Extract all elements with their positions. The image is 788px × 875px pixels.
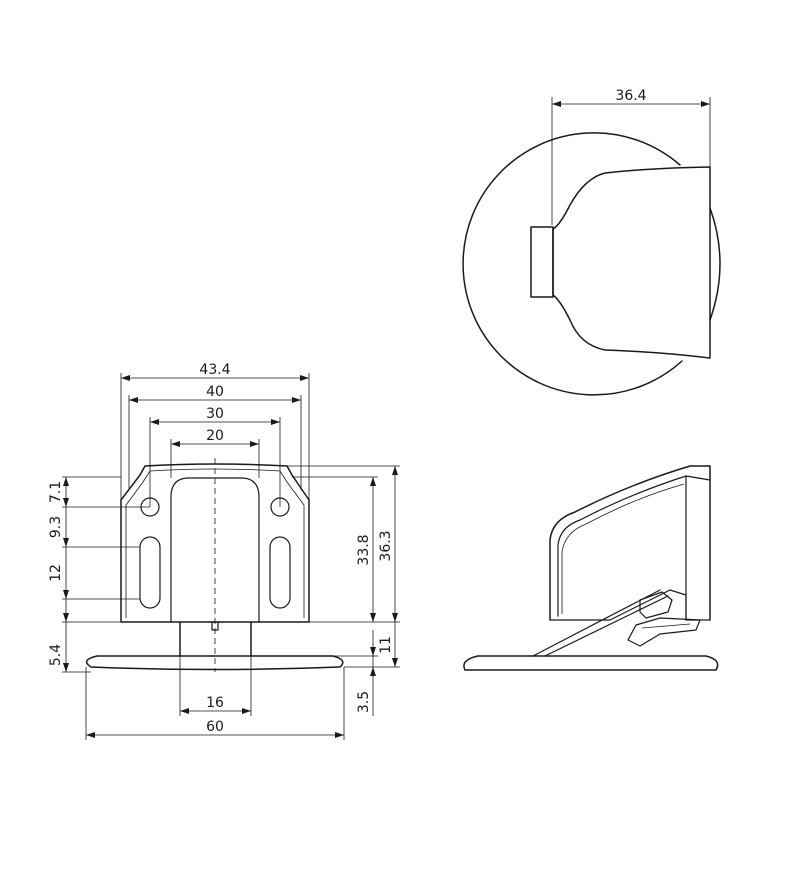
dim-label-base-width: 60 (206, 719, 224, 735)
side-arm (532, 589, 669, 657)
side-body-outer (549, 465, 711, 621)
dim-right-vertical: 33.8 36.3 11 3.5 (251, 465, 400, 716)
dim-label-overall-width: 43.4 (199, 362, 230, 378)
front-shaft (179, 621, 252, 657)
dim-label-33-8: 33.8 (356, 534, 372, 565)
dim-label-3-5: 3.5 (356, 691, 372, 713)
dim-label-12: 12 (48, 564, 64, 582)
top-view-disc (462, 132, 683, 396)
dim-label-5-4: 5.4 (48, 644, 64, 666)
dim-base-width: 60 (85, 667, 345, 740)
top-view-disc-right-edge (709, 207, 721, 321)
dim-label-7-1: 7.1 (48, 481, 64, 503)
top-view: 36.4 (462, 88, 721, 396)
side-body-inner (557, 475, 711, 617)
dim-left-vertical: 7.1 9.3 12 5.4 (48, 476, 150, 673)
dim-label-9-3: 9.3 (48, 516, 64, 538)
dim-overall-width: 43.4 (120, 362, 310, 500)
dim-label-11: 11 (378, 636, 394, 654)
side-mechanism-foot (627, 617, 701, 647)
side-body-inner-edge (561, 483, 685, 614)
top-view-plunger (530, 226, 554, 298)
front-shaft-pin (211, 621, 219, 631)
front-view: 43.4 40 30 20 (48, 362, 400, 740)
top-view-body-outline (552, 166, 711, 359)
dim-base-shaft: 16 (179, 656, 252, 716)
dim-label-base-shaft: 16 (206, 695, 224, 711)
dim-inner-span: 20 (170, 428, 260, 478)
dim-label-top-width: 36.4 (615, 88, 646, 104)
dim-label-inner-span: 20 (206, 428, 224, 444)
dim-slot-span: 30 (149, 406, 281, 507)
side-body-bottom (549, 589, 711, 621)
front-base (85, 655, 344, 671)
side-mechanism-detail (641, 623, 691, 629)
dim-label-hole-span: 40 (206, 384, 224, 400)
front-slot-left (139, 536, 161, 609)
dim-label-36-3: 36.3 (378, 530, 394, 561)
front-slot-right (269, 536, 291, 609)
side-base (463, 655, 719, 671)
side-mechanism (639, 591, 673, 619)
side-view (463, 465, 719, 671)
dim-label-slot-span: 30 (206, 406, 224, 422)
dim-hole-span: 40 (128, 384, 302, 490)
front-body-outer (120, 463, 310, 623)
dim-top-width: 36.4 (551, 88, 711, 225)
